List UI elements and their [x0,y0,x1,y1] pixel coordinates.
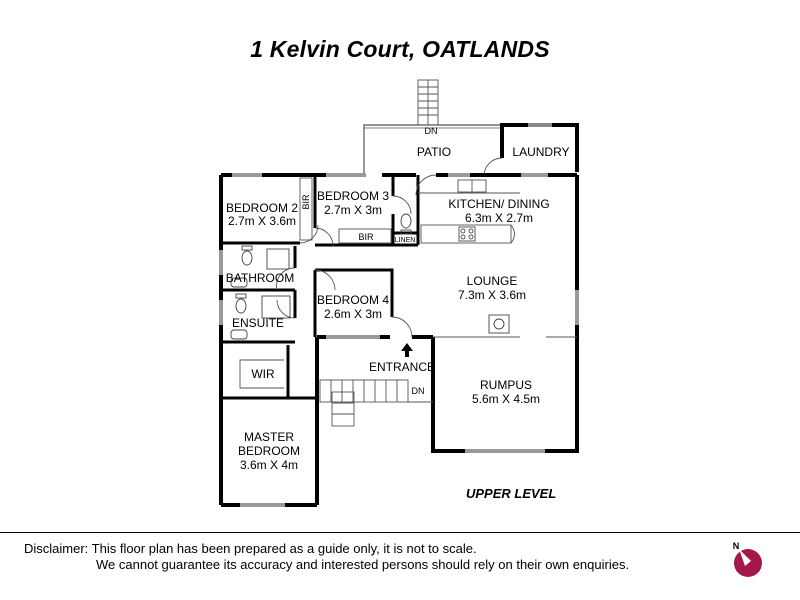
level-label: UPPER LEVEL [466,486,557,501]
patio-stairs [417,79,439,126]
rumpus-dims: 5.6m X 4.5m [472,392,540,406]
bir-side-label: BIR [301,194,311,210]
wir-label: WIR [251,367,275,381]
door-swings [276,174,437,338]
bir-label: BIR [358,232,374,242]
bedroom4-dims: 2.6m X 3m [324,307,382,321]
ensuite-fixtures [230,293,291,340]
toilet-icon [400,213,412,235]
kitchen-dims: 6.3m X 2.7m [465,211,533,225]
bir-side-closet [299,177,313,241]
bir-closet [338,228,392,244]
lounge-label: LOUNGE [467,274,518,288]
entry-stairs-label: DN [412,386,425,396]
bedroom2-label: BEDROOM 2 [226,201,298,215]
entrance-arrow-icon [401,343,413,357]
patio-stairs-label: DN [425,126,438,136]
kitchen-bench [418,179,520,244]
patio-area [363,124,502,175]
entry-stairs [319,379,433,427]
disclaimer-line-1: Disclaimer: This floor plan has been pre… [24,541,477,556]
bedroom3-dims: 2.7m X 3m [324,203,382,217]
page-title: 1 Kelvin Court, OATLANDS [250,36,550,62]
compass-north-label: N [733,541,740,551]
ensuite-label: ENSUITE [232,316,284,330]
cooktop-icon [458,226,476,242]
bathroom-fixtures [230,245,290,288]
sink-icon [488,314,510,334]
wir-shelf [239,359,284,389]
disclaimer-divider [0,532,800,533]
master-dims: 3.6m X 4m [240,458,298,472]
master-label-1: MASTER [244,430,294,444]
bedroom3-label: BEDROOM 3 [317,189,389,203]
entrance-label: ENTRANCE [369,360,435,374]
kitchen-label: KITCHEN/ DINING [448,197,549,211]
bathroom-label: BATHROOM [226,271,294,285]
lounge-dims: 7.3m X 3.6m [458,288,526,302]
linen-label: LINEN [395,237,416,244]
laundry-label: LAUNDRY [512,145,569,159]
master-label-2: BEDROOM [238,444,300,458]
rumpus-label: RUMPUS [480,378,532,392]
bedroom4-label: BEDROOM 4 [317,293,389,307]
patio-label: PATIO [417,145,451,159]
disclaimer-line-2: We cannot guarantee its accuracy and int… [96,557,630,572]
windows [219,173,579,507]
compass-icon: N [733,541,762,577]
interior-walls [221,175,420,400]
bedroom2-dims: 2.7m X 3.6m [228,214,296,228]
